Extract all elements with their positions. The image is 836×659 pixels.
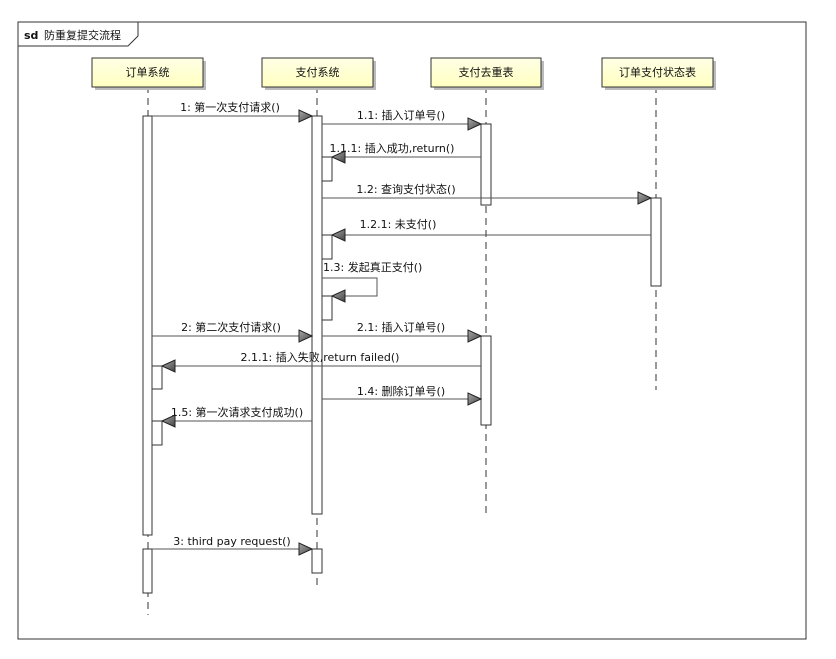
frame-title: 防重复提交流程 — [44, 28, 121, 42]
activation-order-2 — [151, 365, 163, 390]
activation-pay-2 — [321, 156, 333, 182]
lifeline-status-header — [601, 57, 714, 88]
message-label-7: 2.1: 插入订单号() — [357, 320, 445, 334]
message-label-8: 2.1.1: 插入失败,return failed() — [241, 350, 400, 364]
activation-order-3 — [151, 420, 163, 446]
message-label-1: 1.1: 插入订单号() — [357, 108, 445, 122]
message-line-5 — [322, 277, 378, 297]
message-arrowhead-4 — [330, 228, 346, 242]
messages-layer: 1: 第一次支付请求() 1.1: 插入订单号() 1.1.1: 插入成功,retu… — [152, 100, 653, 556]
lifeline-pay-label: 支付系统 — [296, 66, 340, 79]
message-arrowhead-7 — [467, 329, 483, 343]
activation-status-1 — [650, 197, 662, 287]
message-arrowhead-11 — [298, 542, 314, 556]
activation-order-1 — [142, 115, 153, 536]
frame-keyword: sd — [24, 29, 38, 42]
message-label-4: 1.2.1: 未支付() — [360, 218, 437, 231]
message-label-6: 2: 第二次支付请求() — [181, 320, 281, 334]
lifeline-dedup-header — [430, 57, 542, 88]
message-arrowhead-8 — [160, 359, 176, 373]
lifeline-status-label: 订单支付状态表 — [619, 65, 696, 79]
activation-pay-4 — [321, 295, 333, 321]
lifeline-pay-header — [261, 57, 374, 88]
message-label-0: 1: 第一次支付请求() — [180, 100, 280, 114]
message-arrowhead-1 — [467, 117, 483, 131]
message-arrowhead-2 — [330, 150, 346, 164]
activation-pay-5 — [311, 548, 323, 574]
message-arrowhead-5 — [330, 289, 346, 303]
activation-dedup-2 — [480, 335, 492, 426]
lifeline-order-header — [91, 57, 204, 88]
message-arrowhead-9 — [467, 392, 483, 406]
message-arrowhead-10 — [160, 414, 176, 428]
message-label-9: 1.4: 删除订单号() — [357, 384, 445, 398]
activation-order-4 — [142, 548, 153, 594]
message-label-5: 1.3: 发起真正支付() — [323, 260, 422, 274]
message-label-2: 1.1.1: 插入成功,return() — [330, 141, 455, 155]
lifeline-dedup-label: 支付去重表 — [459, 65, 514, 79]
activation-dedup-1 — [480, 123, 492, 206]
activation-pay-3 — [321, 234, 333, 260]
message-arrowhead-0 — [298, 109, 314, 123]
message-label-10: 1.5: 第一次请求支付成功() — [171, 405, 303, 419]
message-label-3: 1.2: 查询支付状态() — [356, 182, 455, 196]
message-label-11: 3: third pay request() — [173, 535, 290, 548]
frame-tab — [17, 21, 139, 47]
message-arrowhead-6 — [298, 329, 314, 343]
lifeline-order-label: 订单系统 — [126, 66, 170, 79]
message-arrowhead-3 — [637, 191, 653, 205]
activation-pay-1 — [311, 115, 323, 515]
